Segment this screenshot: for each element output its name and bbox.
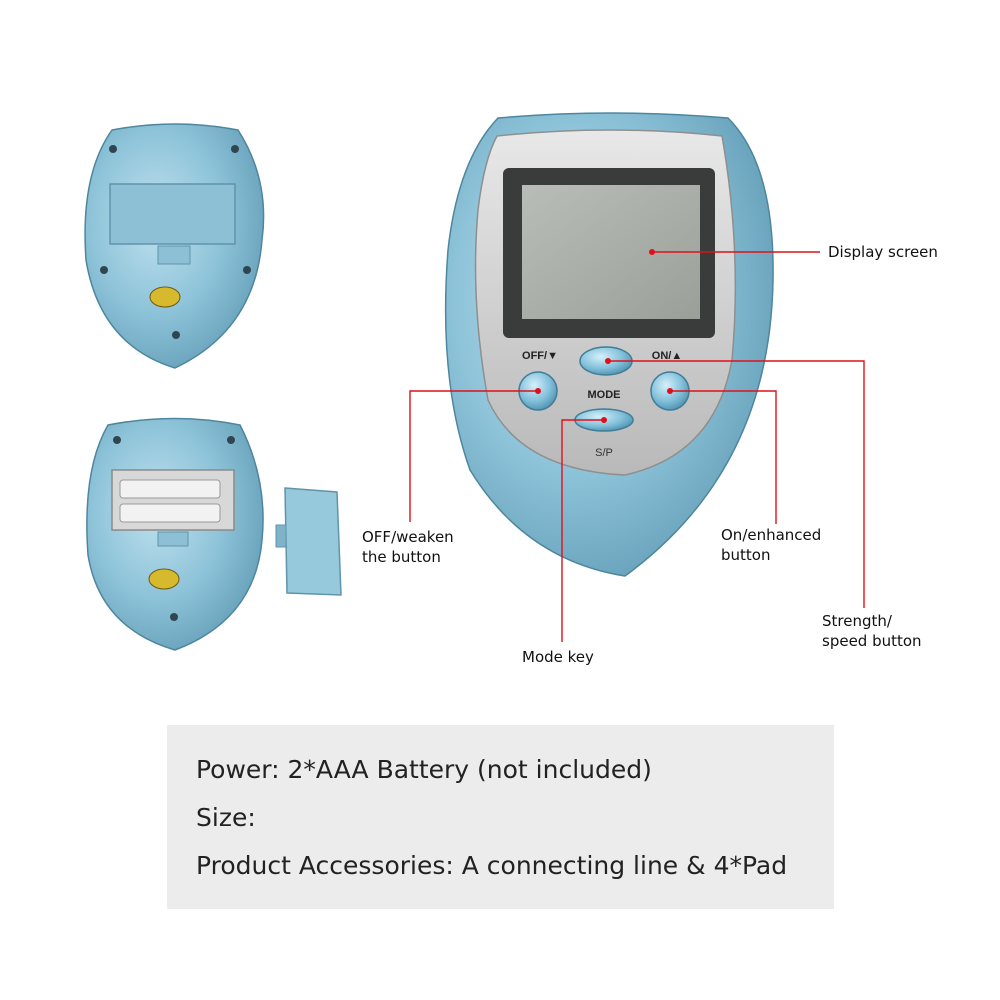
callout-mode-key: Mode key: [522, 648, 594, 666]
callout-lines: [409, 251, 865, 642]
callout-off-weaken: OFF/weaken the button: [362, 527, 454, 567]
sp-button-label: S/P: [595, 447, 613, 459]
mode-button-label: MODE: [588, 389, 621, 401]
spec-panel: Power: 2*AAA Battery (not included) Size…: [167, 725, 834, 909]
device-battery-view: [86, 417, 264, 651]
callout-on-line2: button: [721, 546, 771, 564]
callout-on-enhanced: On/enhanced button: [721, 525, 821, 565]
battery-cover: [275, 487, 342, 596]
callout-strength-speed: Strength/ speed button: [822, 611, 922, 651]
off-button-label: OFF/▼: [522, 350, 558, 362]
callout-strength-line1: Strength/: [822, 612, 892, 630]
callout-on-line1: On/enhanced: [721, 526, 822, 544]
device-front-view: OFF/▼ ON/▲ MODE S/P: [444, 112, 774, 577]
product-illustration: OFF/▼ ON/▲ MODE S/P: [84, 112, 865, 651]
device-back-view: [84, 123, 265, 369]
callout-off-line1: OFF/weaken: [362, 528, 454, 546]
spec-accessories: Product Accessories: A connecting line &…: [196, 851, 788, 880]
callout-dots: [535, 249, 673, 423]
spec-size: Size:: [196, 803, 256, 832]
spec-power: Power: 2*AAA Battery (not included): [196, 755, 652, 784]
callout-display-screen: Display screen: [828, 243, 938, 261]
on-button-label: ON/▲: [652, 350, 682, 362]
callout-off-line2: the button: [362, 548, 441, 566]
callout-strength-line2: speed button: [822, 632, 922, 650]
